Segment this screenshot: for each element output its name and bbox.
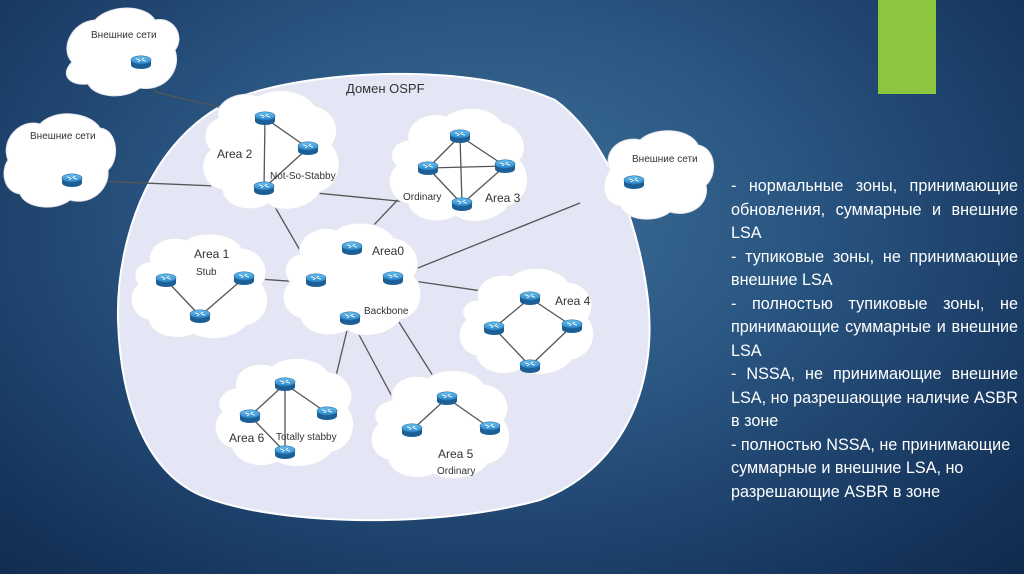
cloud-area-3 <box>388 107 529 222</box>
router-icon <box>297 141 319 156</box>
router-icon <box>479 421 501 436</box>
router-icon <box>189 309 211 324</box>
router-icon <box>483 321 505 336</box>
area-label: Area 5 <box>438 447 474 461</box>
router-icon <box>417 161 439 176</box>
router-icon <box>519 291 541 306</box>
domain-label: Домен OSPF <box>346 81 425 96</box>
router-icon <box>233 271 255 286</box>
description-line: - полностью тупиковые зоны, не принимающ… <box>731 294 1018 360</box>
area-label: Area 3 <box>485 191 521 205</box>
router-icon <box>254 111 276 126</box>
cloud-area-4 <box>458 267 594 376</box>
area-label: Area 6 <box>229 431 265 445</box>
area-label: Area 2 <box>217 147 253 161</box>
router-icon <box>61 173 83 188</box>
cloud-area-2 <box>202 90 340 210</box>
cloud-external-3 <box>603 130 714 220</box>
description-line: - полностью NSSA, не принимающие суммарн… <box>731 435 1011 501</box>
router-icon <box>339 311 361 326</box>
external-network-label: Внешние сети <box>632 154 698 165</box>
description-line: - тупиковые зоны, не принимающие внешние… <box>731 247 1018 290</box>
router-icon <box>401 423 423 438</box>
area-type-label: Ordinary <box>437 466 475 477</box>
cloud-external-1 <box>66 7 180 97</box>
area-type-label: Not-So-Stabby <box>270 171 336 182</box>
router-icon <box>382 271 404 286</box>
router-icon <box>449 129 471 144</box>
area-type-label: Totally stabby <box>276 432 337 443</box>
area-label: Area0 <box>372 244 404 258</box>
area-type-label: Ordinary <box>403 192 441 203</box>
description-line: - NSSA, не принимающие внешние LSA, но р… <box>731 365 1018 430</box>
area-label: Area 4 <box>555 294 591 308</box>
cloud-area-5 <box>370 369 511 480</box>
router-icon <box>239 409 261 424</box>
external-network-label: Внешние сети <box>91 30 157 41</box>
router-icon <box>274 445 296 460</box>
description-line: - нормальные зоны, принимающие обновлени… <box>731 177 1018 242</box>
router-icon <box>130 55 152 70</box>
router-icon <box>316 406 338 421</box>
router-icon <box>305 273 327 288</box>
router-icon <box>561 319 583 334</box>
external-network-label: Внешние сети <box>30 131 96 142</box>
router-icon <box>155 273 177 288</box>
router-icon <box>494 159 516 174</box>
router-icon <box>451 197 473 212</box>
router-icon <box>341 241 363 256</box>
router-icon <box>623 175 645 190</box>
cloud-external-2 <box>3 113 116 208</box>
router-icon <box>519 359 541 374</box>
area-type-label: Backbone <box>364 306 409 317</box>
cloud-area-0 <box>282 222 422 336</box>
router-icon <box>436 391 458 406</box>
router-icon <box>253 181 275 196</box>
router-icon <box>274 377 296 392</box>
area-type-label: Stub <box>196 267 217 278</box>
ospf-area-types-description: - нормальные зоны, принимающие обновлени… <box>731 175 1018 504</box>
accent-bar <box>878 0 936 94</box>
cloud-area-1 <box>130 233 268 340</box>
area-label: Area 1 <box>194 247 230 261</box>
